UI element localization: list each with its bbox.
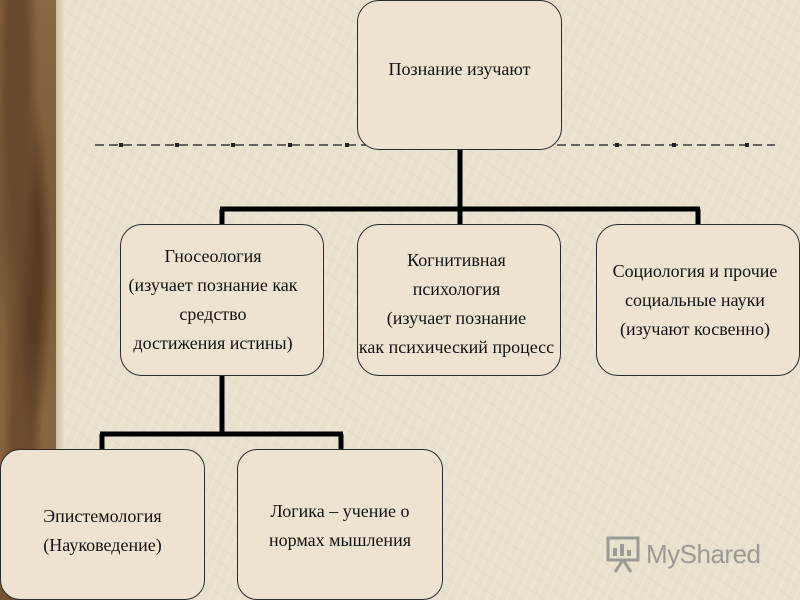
node-logic: Логика – учение о нормах мышления: [237, 449, 443, 600]
node-cognitive-psychology: Когнитивная психология (изучает познание…: [357, 224, 561, 376]
node-logic-label: Логика – учение о нормах мышления: [269, 500, 411, 550]
node-gnoseology-label: Гносеология (изучает познание как средст…: [128, 246, 298, 353]
node-epistemology: Эпистемология (Науковедение): [0, 449, 205, 600]
node-gnoseology: Гносеология (изучает познание как средст…: [120, 224, 324, 376]
node-sociology-label: Социология и прочие социальные науки (из…: [612, 260, 778, 339]
root-node-label: Познание изучают: [388, 58, 531, 79]
watermark-brand-text: MyShared: [646, 538, 761, 569]
side-strip-edge: [56, 0, 64, 600]
node-cognitive-psychology-label: Когнитивная психология (изучает познание…: [358, 250, 555, 357]
watermark-logo: MyShared: [606, 534, 761, 574]
root-node: Познание изучают: [357, 0, 562, 150]
node-sociology: Социология и прочие социальные науки (из…: [596, 224, 800, 376]
node-epistemology-label: Эпистемология (Науковедение): [43, 505, 162, 555]
presentation-board-icon: [606, 536, 640, 573]
